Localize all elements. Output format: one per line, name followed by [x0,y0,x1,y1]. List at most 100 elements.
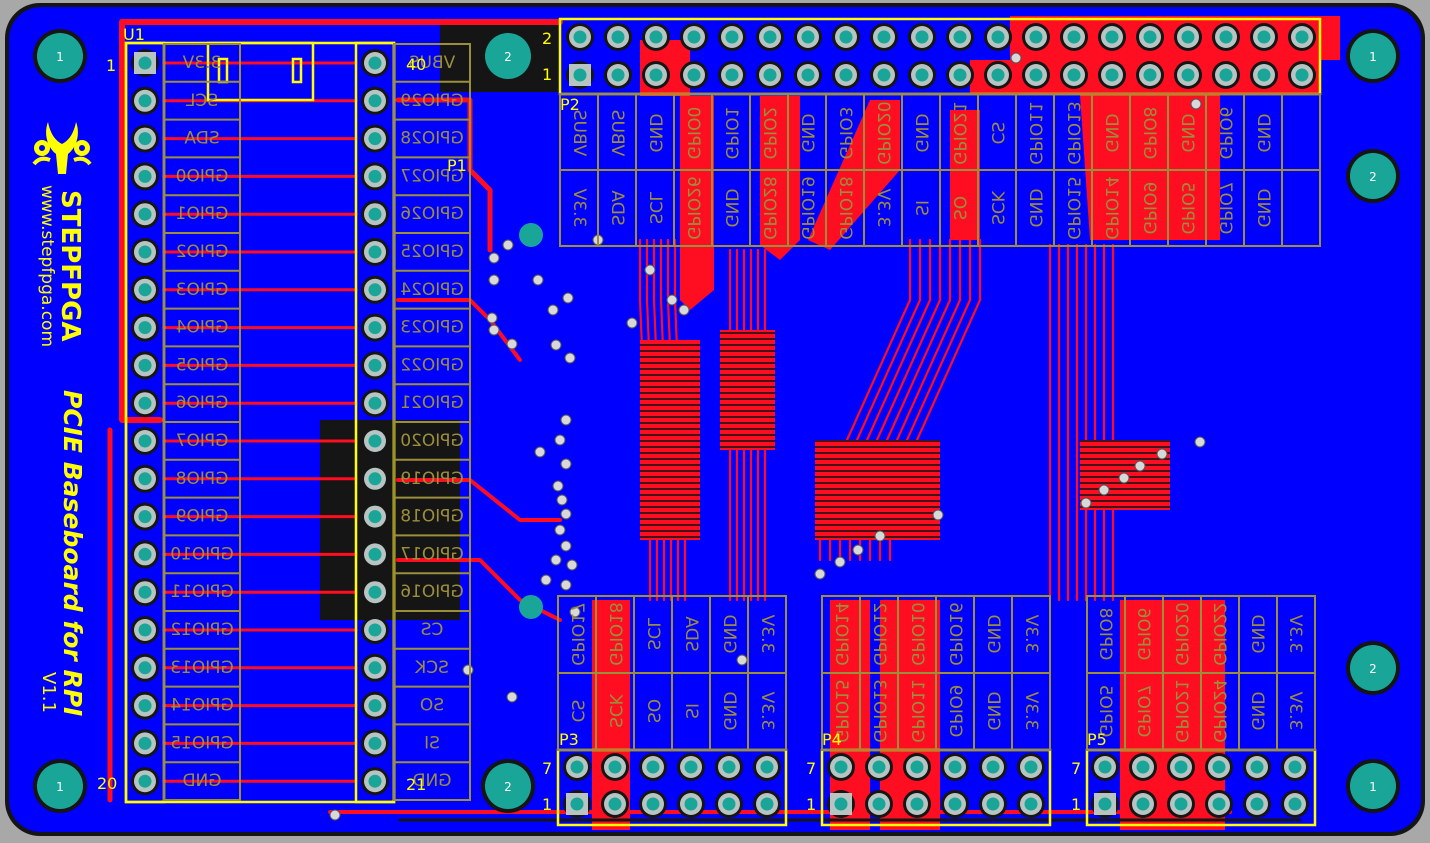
via [547,304,559,316]
p4-bottom-pin-label: GND [983,692,1003,731]
p2-pin-pad [756,23,784,51]
u1-left-label-grid [163,43,241,801]
u1-pin-pad [131,653,159,682]
via [329,809,341,821]
via [1080,497,1092,509]
p5-top-pin-label: GPIO6 [1133,608,1153,661]
u1-left-pin-label: GPIO5 [176,355,229,375]
p4-top-pin-label: 3.3V [1021,614,1041,653]
p4-bottom-pin-label: GPIO13 [869,679,889,742]
p4-pin-pad [979,753,1007,781]
via [560,579,572,591]
via [560,540,572,552]
p2-pin-pad [984,23,1012,51]
rail-gpio19 [396,478,562,522]
p2-bottom-pin-label: GPIO19 [797,176,817,239]
p2-top-pin-label: GPIO11 [1025,101,1045,164]
u1-right-pin-label: GPIO28 [400,129,463,149]
designator-p4: P4 [822,730,842,749]
via [644,264,656,276]
p4-pin-pad [941,790,969,818]
p5-pin-pad [1205,790,1233,818]
u1-pin-pad [361,313,389,342]
via [554,524,566,536]
via [554,434,566,446]
u1-pin-pad [361,729,389,758]
p3-top-pin-label: GND [719,615,739,654]
via [564,352,576,364]
via [556,494,568,506]
p5-pin-pad [1243,790,1271,818]
p2-bottom-pin-label: GPIO26 [683,176,703,239]
p3-pin-pad [753,790,781,818]
p2-pin-pad [1288,23,1316,51]
p4-top-pin-label: GPIO12 [869,602,889,665]
p2-bottom-pin-label: GPIO18 [835,176,855,239]
mounting-hole-label: 2 [504,780,512,794]
p3-label-grid [557,595,787,751]
mounting-hole-label: 2 [504,50,512,64]
p2-pin-pad [1022,61,1050,89]
u1-pin-pad [131,540,159,569]
u1-right-pin-label: GPIO23 [400,318,463,338]
p4-pin-pad [827,753,855,781]
u1-pin-pad [361,49,389,77]
u1-left-pin-label: GPIO8 [176,469,229,489]
u1-pin-pad [361,616,389,644]
p3-pin-pad [677,790,705,818]
u1-right-pin-label: GPIO21 [400,393,463,413]
p4-label-grid [821,595,1051,751]
mounting-hole: 1 [33,29,87,83]
p5-top-pin-label: GND [1247,615,1267,654]
u1-pin-pad [131,238,159,266]
p2-top-pin-label: GPIO20 [873,101,893,164]
p2-bottom-pin-label: GPIO14 [1101,176,1121,239]
p4-bottom-pin-label: 3.3V [1021,691,1041,730]
p4-top-pin-label: GND [983,615,1003,654]
p5-top-pin-label: GPIO20 [1171,602,1191,665]
u1-left-pin-label: SCL [185,91,218,111]
u1-pin-pad [361,124,389,153]
p2-pin-pad [1250,61,1278,89]
p2-top-pin-label: GND [911,114,931,153]
via [486,312,498,324]
via [560,508,572,520]
via [666,294,678,306]
p4-pin-pad [865,790,893,818]
u1-left-pin-label: GPIO10 [170,544,233,564]
u1-right-pin-label: GND [413,771,452,791]
u1-right-pin-label: GPIO17 [400,544,463,564]
p2-pin-pad [680,23,708,51]
u1-right-pin-label: GPIO16 [400,582,463,602]
via [932,509,944,521]
p2-bottom-pin-label: SI [911,200,931,216]
p2-pin-pad [946,61,974,89]
u1-pin-pad [361,653,389,682]
via [626,317,638,329]
via [1190,98,1202,110]
p2-bottom-pin-label: GND [1253,189,1273,228]
p2-pin-1-number: 1 [542,65,552,84]
via [814,568,826,580]
p3-pin-pad [753,753,781,781]
dark-zone-u1 [320,420,460,620]
u1-left-pin-label: GPIO14 [170,696,233,716]
p5-pin-pad [1091,753,1119,781]
via [502,239,514,251]
p5-pin-1-number: 1 [1071,795,1081,814]
p2-pin-pad [1098,23,1126,51]
u1-right-pin-label: SO [420,696,444,716]
u1-pin-pad [131,86,159,115]
designator-p5: P5 [1087,730,1107,749]
p2-top-pin-label: CS [987,122,1007,145]
p3-pin-pad [601,790,629,818]
via [1156,448,1168,460]
p3-bottom-pin-label: GND [719,692,739,731]
designator-p2: P2 [560,95,580,114]
u1-pin-pad [361,427,389,455]
via [488,324,500,336]
p3-pin-7-number: 7 [542,759,552,778]
p3-pin-pad [639,753,667,781]
u1-pin-1-number: 1 [106,56,116,75]
u1-pin-pad [131,729,159,758]
